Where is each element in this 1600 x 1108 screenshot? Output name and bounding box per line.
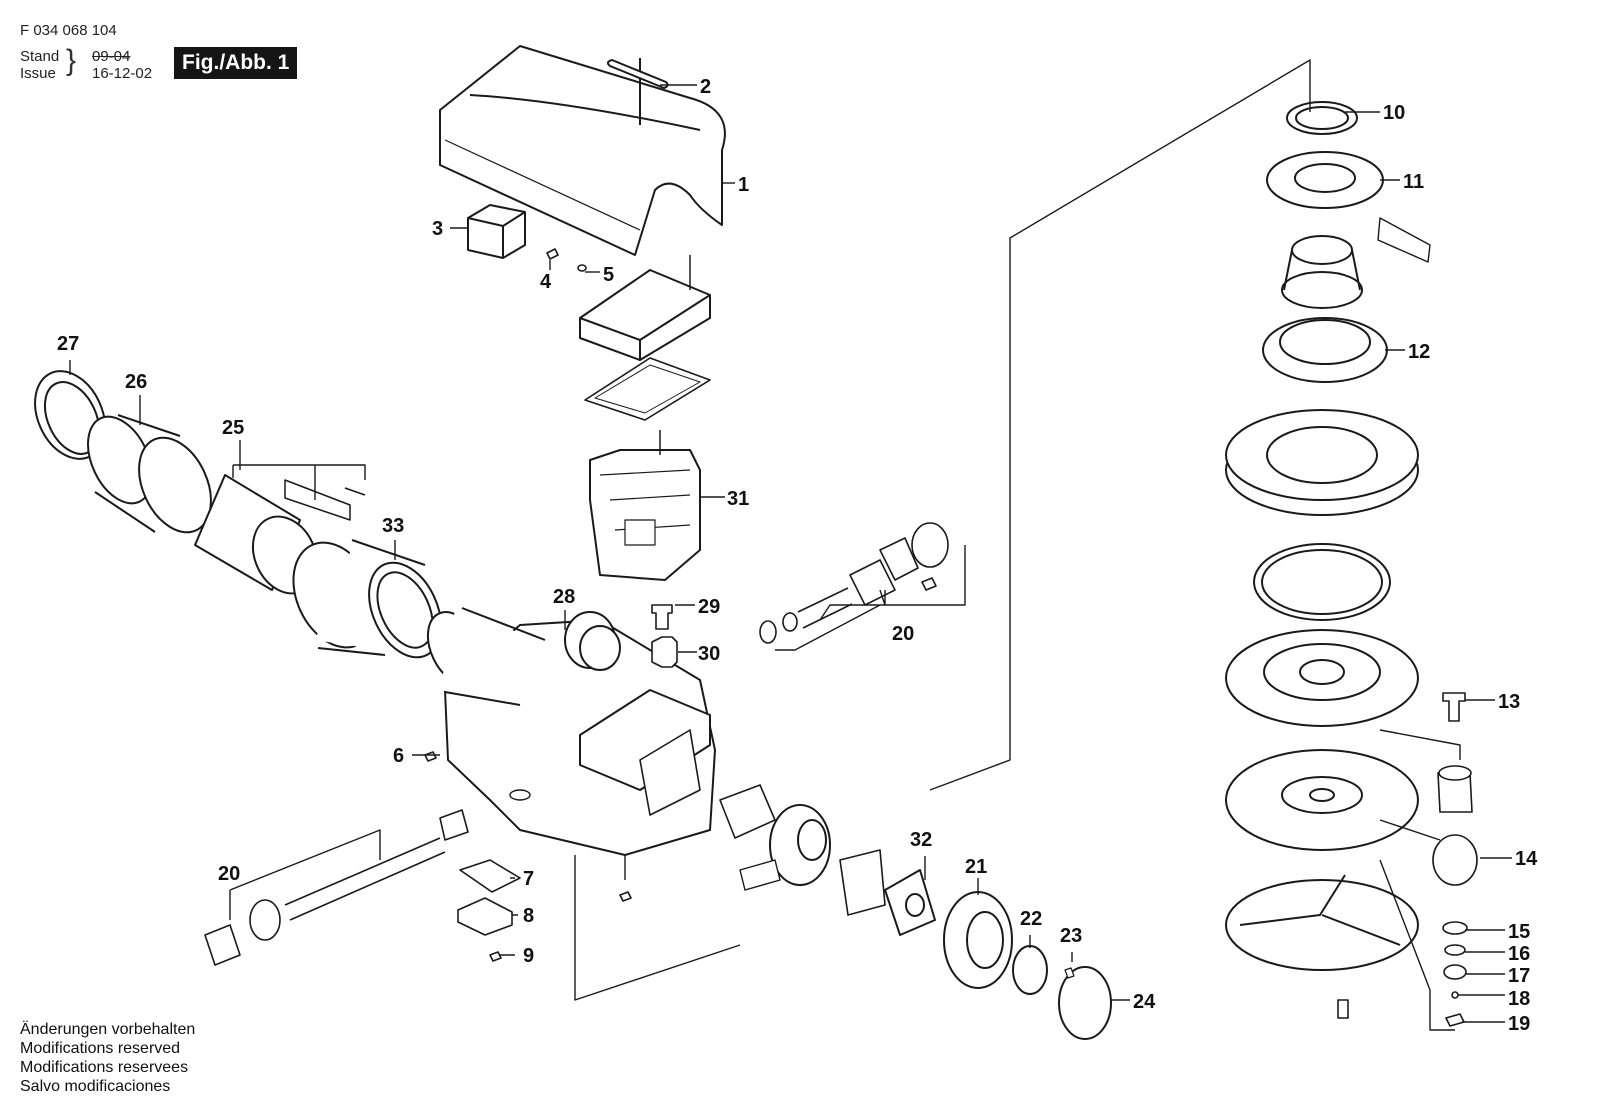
issue-value: 16-12-02 [92,65,153,82]
callout-14: 14 [1515,848,1538,870]
callout-10: 10 [1383,102,1405,124]
small-fasteners-part [1337,692,1478,1027]
callout-11: 11 [1403,171,1424,193]
base-plate-parts [424,751,632,962]
objective-tube-part [292,539,442,659]
callout-27: 27 [57,333,79,355]
fitting-screws-part [651,604,678,668]
leader-lines [69,59,1512,1031]
callout-17: 17 [1508,965,1530,987]
electronics-module-part [579,255,711,421]
issue-label: Issue [20,65,56,82]
figure-label: Fig./Abb. 1 [174,47,298,79]
callout-30: 30 [698,643,720,665]
callout-25: 25 [222,417,244,439]
callout-28: 28 [553,586,575,608]
lens-sleeve-part [87,414,212,535]
callout-23: 23 [1060,925,1082,947]
callout-3: 3 [432,218,443,240]
part-number: F 034 068 104 [20,22,117,39]
footer-line-de: Änderungen vorbehalten [20,1021,196,1038]
brace-glyph: } [66,44,77,77]
callout-15: 15 [1508,921,1530,943]
chassis-part [589,430,701,581]
callout-24: 24 [1133,991,1156,1013]
callout-33: 33 [382,515,404,537]
callout-1: 1 [738,174,749,196]
callout-13: 13 [1498,691,1520,713]
housing-cover-part [439,45,726,256]
callout-20-lower: 20 [218,863,240,885]
callout-8: 8 [523,905,534,927]
cover-cap-part [467,204,526,259]
screws-part [546,248,587,272]
callout-7: 7 [523,868,534,890]
eyepiece-assembly-part [719,784,1112,1040]
callout-26: 26 [125,371,147,393]
drive-shaft-upper-part [759,522,949,644]
stand-value: 09-04 [92,48,131,65]
callout-32: 32 [910,829,932,851]
footer-line-fr: Modifications reservees [20,1059,189,1076]
footer-line-en: Modifications reserved [20,1040,181,1057]
footer-notice: Änderungen vorbehalten Modifications res… [20,1020,195,1096]
footer-line-es: Salvo modificaciones [20,1078,171,1095]
callout-4: 4 [540,271,552,293]
callout-22: 22 [1020,908,1042,930]
callout-5: 5 [603,264,614,286]
drive-shaft-lower-part [204,809,469,966]
callout-21: 21 [965,856,987,878]
callout-31: 31 [727,488,749,510]
callout-6: 6 [393,745,404,767]
callout-18: 18 [1508,988,1530,1010]
callout-12: 12 [1408,341,1430,363]
callout-19: 19 [1508,1013,1530,1035]
stand-label: Stand [20,48,60,65]
callout-9: 9 [523,945,534,967]
retaining-ring-part [34,370,106,460]
callout-2: 2 [700,76,711,98]
callout-16: 16 [1508,943,1530,965]
tribrach-stack-part [1225,101,1431,971]
callout-29: 29 [698,596,720,618]
instrument-body-part [426,607,716,880]
callout-20-upper: 20 [892,623,914,645]
